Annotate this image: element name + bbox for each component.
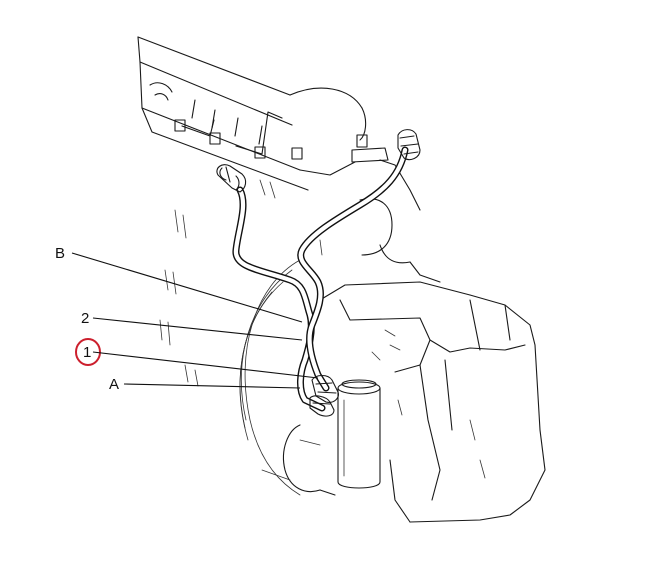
callout-b: B: [55, 245, 303, 323]
callout-1: 1: [75, 338, 319, 379]
filter-connector: [309, 374, 339, 417]
cylinder-head: [137, 36, 389, 191]
top-right-connector: [397, 129, 421, 161]
engine-block: [159, 87, 546, 523]
callout-label-a: A: [109, 376, 119, 393]
top-left-connector: [216, 164, 247, 193]
callout-a: A: [109, 376, 301, 393]
callout-label-2: 2: [81, 310, 89, 327]
callout-label-b: B: [55, 245, 65, 262]
fuel-hose-1: [232, 186, 326, 412]
callout-label-1: 1: [83, 344, 91, 361]
fuel-filter: [337, 379, 381, 489]
callout-1-highlight-circle: [75, 338, 101, 366]
fuel-hose-2: [297, 146, 409, 392]
callout-2: 2: [81, 310, 303, 341]
